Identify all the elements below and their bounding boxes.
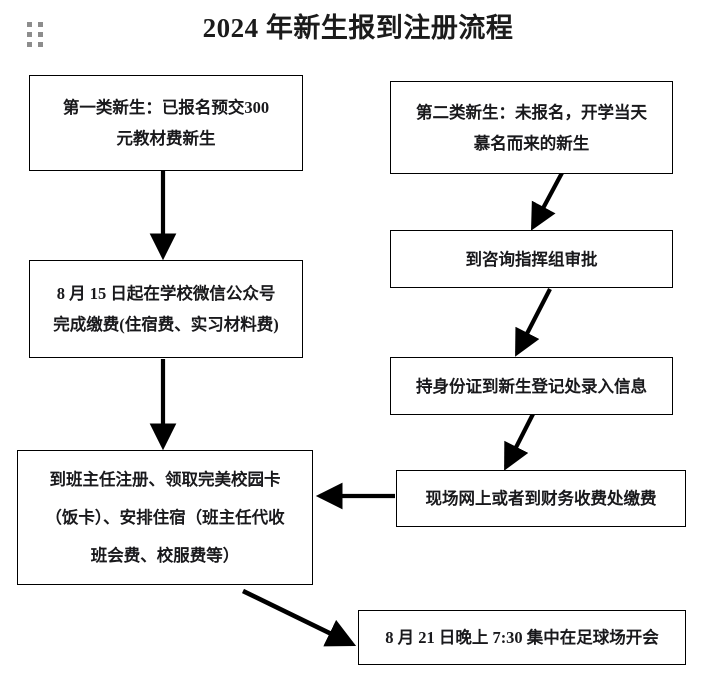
node-id-registration-label: 持身份证到新生登记处录入信息 [416, 376, 647, 396]
node-category-one-line1: 第一类新生：已报名预交300 [62, 98, 270, 117]
arrow-approval-to-register-id [515, 288, 552, 357]
node-class-teacher-registration[interactable]: 到班主任注册、领取完美校园卡 （饭卡）、安排住宿（班主任代收 班会费、校服费等） [17, 450, 313, 585]
node-category-one[interactable]: 第一类新生：已报名预交300 元教材费新生 [29, 75, 303, 171]
node-id-registration[interactable]: 持身份证到新生登记处录入信息 [390, 357, 673, 415]
arrow-teacher-to-meeting [241, 588, 357, 647]
node-onsite-payment[interactable]: 现场网上或者到财务收费处缴费 [396, 470, 686, 527]
drag-handle-dots-icon[interactable] [27, 22, 45, 47]
node-wechat-payment-line1: 8 月 15 日起在学校微信公众号 [56, 284, 276, 303]
arrow-cat2-to-approval [531, 170, 565, 231]
node-onsite-payment-label: 现场网上或者到财务收费处缴费 [425, 489, 657, 508]
node-consult-approval[interactable]: 到咨询指挥组审批 [390, 230, 673, 288]
node-category-one-line2: 元教材费新生 [116, 129, 216, 148]
node-assembly-meeting-label: 8 月 21 日晚上 7:30 集中在足球场开会 [385, 628, 659, 647]
node-wechat-payment-line2: 完成缴费(住宿费、实习材料费) [53, 315, 279, 334]
node-class-teacher-line2: （饭卡）、安排住宿（班主任代收 [45, 507, 285, 527]
node-class-teacher-line1: 到班主任注册、领取完美校园卡 [49, 469, 281, 489]
handle-dot [27, 42, 32, 47]
handle-dot [38, 32, 43, 37]
handle-dot [38, 22, 43, 27]
node-wechat-payment[interactable]: 8 月 15 日起在学校微信公众号 完成缴费(住宿费、实习材料费) [29, 260, 303, 358]
node-assembly-meeting[interactable]: 8 月 21 日晚上 7:30 集中在足球场开会 [358, 610, 686, 665]
node-class-teacher-line3: 班会费、校服费等） [90, 545, 240, 565]
node-consult-approval-label: 到咨询指挥组审批 [465, 249, 598, 269]
page-title: 2024 年新生报到注册流程 [202, 13, 514, 43]
handle-dot [27, 32, 32, 37]
handle-dot [27, 22, 32, 27]
node-category-two-line1: 第二类新生：未报名，开学当天 [416, 102, 647, 122]
handle-dot [38, 42, 43, 47]
arrow-register-id-to-onsite-pay [504, 413, 535, 471]
node-category-two-line2: 慕名而来的新生 [473, 133, 590, 153]
node-category-two[interactable]: 第二类新生：未报名，开学当天 慕名而来的新生 [390, 81, 673, 174]
